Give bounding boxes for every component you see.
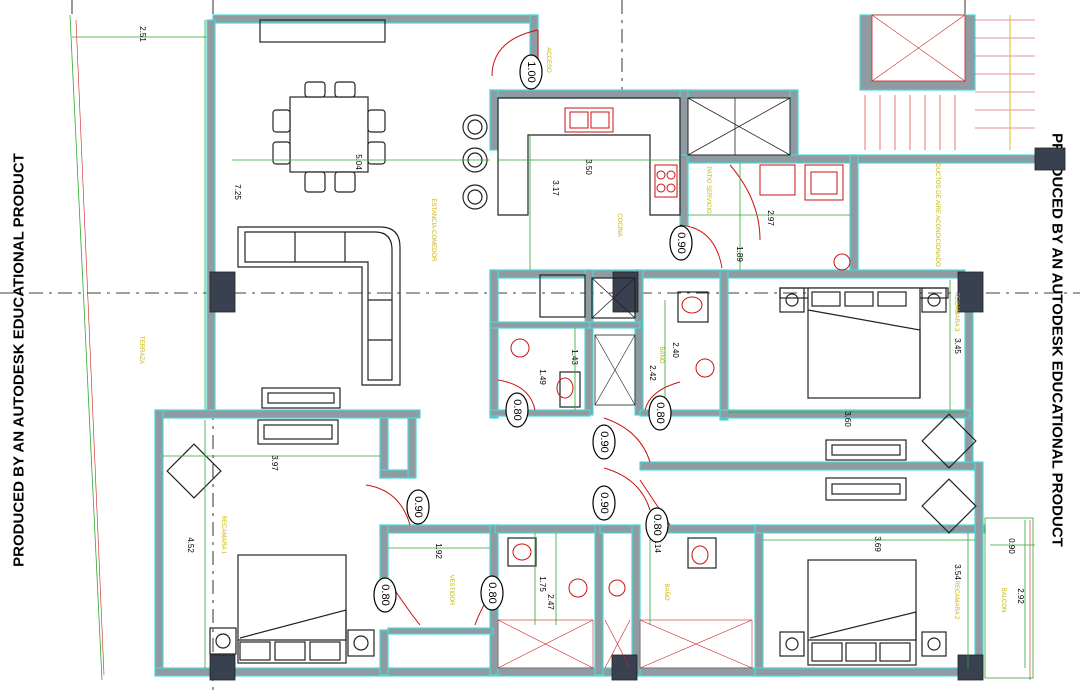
label-recamara1: RECAMARA 1 xyxy=(220,516,226,555)
label-bano1: BAÑO xyxy=(658,346,665,363)
dim-3.60: 3.60 xyxy=(843,411,852,427)
label-patio: PATIO SERVICIO xyxy=(705,166,711,214)
label-recamara3: RECAMARA 3 xyxy=(953,293,959,332)
dim-3.54: 3.54 xyxy=(953,564,962,580)
svg-text:0.80: 0.80 xyxy=(511,399,523,420)
dim-3.97: 3.97 xyxy=(270,455,279,471)
door-tag-0.80-wc: 0.80 xyxy=(505,392,529,428)
label-terraza: TERRAZA xyxy=(138,336,144,364)
door-tag-0.80-vestidor: 0.80 xyxy=(373,577,397,613)
dim-3.17: 3.17 xyxy=(551,180,560,196)
dim-0.90: 0.90 xyxy=(1007,538,1016,554)
door-tag-1.00: 1.00 xyxy=(519,54,543,90)
door-tag-0.80-bath2: 0.80 xyxy=(480,575,504,611)
door-tag-0.90-bedroom1: 0.90 xyxy=(406,489,430,525)
dim-1.43: 1.43 xyxy=(570,349,579,365)
svg-text:0.90: 0.90 xyxy=(598,492,610,513)
door-tag-0.90-kitchen: 0.90 xyxy=(669,225,693,261)
svg-text:0.80: 0.80 xyxy=(654,402,666,423)
dim-1.49: 1.49 xyxy=(538,369,547,385)
label-acceso: ACCESO xyxy=(545,47,551,73)
dim-3.69: 3.69 xyxy=(873,536,882,552)
dim-1.92: 1.92 xyxy=(434,543,443,559)
dim-5.04: 5.04 xyxy=(354,154,363,170)
dim-2.51: 2.51 xyxy=(138,26,147,42)
svg-text:0.80: 0.80 xyxy=(379,584,391,605)
label-bano2: BAÑO xyxy=(663,583,670,600)
door-tag-0.90-hall-1: 0.90 xyxy=(592,424,616,460)
svg-text:0.80: 0.80 xyxy=(651,514,663,535)
door-tag-0.90-hall-2: 0.90 xyxy=(592,485,616,521)
dim-3.45: 3.45 xyxy=(953,338,962,354)
svg-text:0.80: 0.80 xyxy=(486,582,498,603)
label-vestidor: VESTIDOR xyxy=(448,575,454,606)
svg-text:0.90: 0.90 xyxy=(412,496,424,517)
label-estancia: ESTANCIA-COMEDOR xyxy=(430,199,436,263)
label-balcon: BALCON xyxy=(1000,588,1006,613)
dim-2.92: 2.92 xyxy=(1016,588,1025,604)
label-ductos: DUCTOS DE AIRE ACONDICIONADO xyxy=(934,163,940,267)
dim-1.75: 1.75 xyxy=(538,576,547,592)
dim-2.47: 2.47 xyxy=(546,594,555,610)
label-cocina: COCINA xyxy=(616,213,622,236)
door-tag-0.80-bath: 0.80 xyxy=(648,395,672,431)
svg-text:0.90: 0.90 xyxy=(675,232,687,253)
svg-text:1.00: 1.00 xyxy=(525,61,537,82)
dim-2.42: 2.42 xyxy=(648,365,657,381)
dim-7.25: 7.25 xyxy=(233,184,242,200)
dim-3.50: 3.50 xyxy=(584,159,593,175)
dim-2.40: 2.40 xyxy=(671,342,680,358)
door-tag-0.80-bath3: 0.80 xyxy=(645,507,669,543)
label-recamara2: RECAMARA 2 xyxy=(953,581,959,620)
dim-1.89: 1.89 xyxy=(735,246,744,262)
dim-2.14: 2.14 xyxy=(653,537,662,553)
dim-2.97: 2.97 xyxy=(766,210,775,226)
dim-4.52: 4.52 xyxy=(186,537,195,553)
svg-text:0.90: 0.90 xyxy=(598,431,610,452)
